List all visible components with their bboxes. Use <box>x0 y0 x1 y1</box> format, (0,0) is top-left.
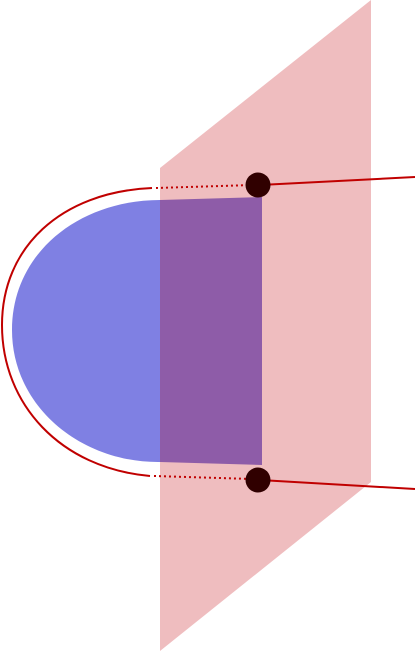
lower-outgoing-line <box>259 479 415 490</box>
upper-dotted-segment <box>155 184 253 189</box>
translucent-plane-shape <box>160 0 371 651</box>
red-boundary-arc <box>0 187 153 477</box>
upper-outgoing-line <box>259 176 415 186</box>
overlap-region-shape <box>160 197 262 465</box>
lower-dotted-segment <box>153 475 253 480</box>
upper-intersection-point <box>245 172 271 198</box>
lower-intersection-point <box>245 467 271 493</box>
